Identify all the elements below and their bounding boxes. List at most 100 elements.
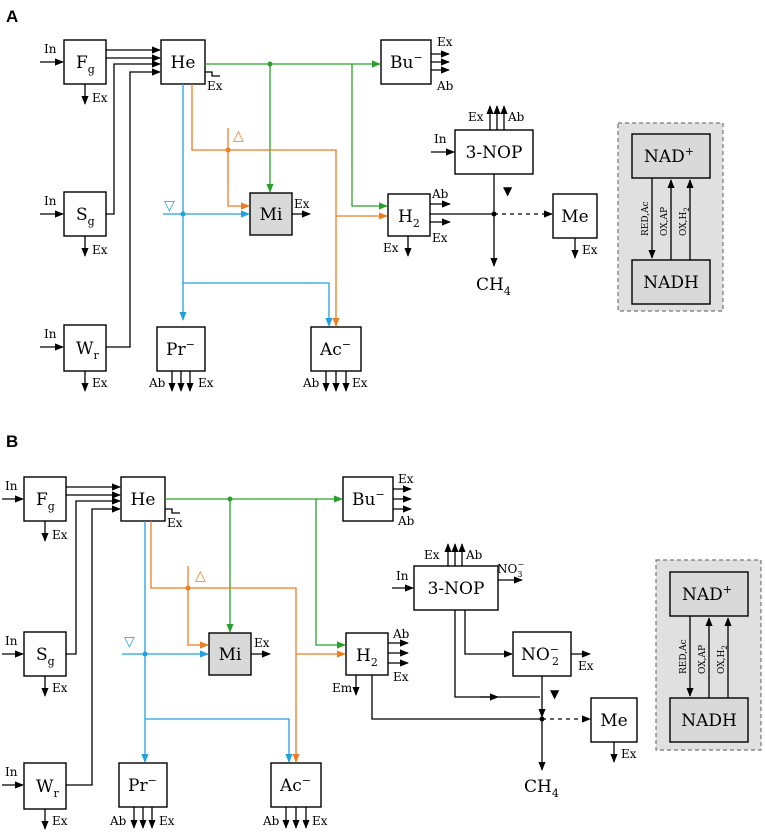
- he-ex-line: [165, 508, 180, 514]
- nop-ab-label: Ab: [465, 548, 483, 562]
- fg-in-label: In: [5, 479, 18, 493]
- pr-ex-label: Ex: [198, 376, 214, 390]
- node-no2-label: NO−2: [521, 643, 559, 668]
- blue-junction: [180, 211, 186, 217]
- ac-ex-label: Ex: [352, 376, 368, 390]
- node-fg-label: Fg: [36, 490, 55, 513]
- node-bu-label: Bu−: [352, 488, 385, 510]
- node-me: [552, 193, 598, 239]
- node-fg: [63, 39, 107, 85]
- blue-triangle-icon: ▽: [124, 634, 135, 650]
- node-nadh-label: NADH: [681, 711, 737, 731]
- h2-to-junction: [371, 675, 540, 720]
- he-ex-line: [205, 71, 220, 77]
- sg-in-label: In: [44, 194, 57, 208]
- ac-ex-label: Ex: [312, 814, 328, 828]
- black-triangle-icon: ▼: [550, 687, 560, 701]
- h2-em-label: Em: [332, 681, 353, 695]
- node-h2-label: H2: [356, 646, 378, 669]
- node-h2: [387, 193, 431, 237]
- node-ac-label: Ac−: [279, 774, 311, 796]
- nop-ab-label: Ab: [507, 110, 525, 124]
- node-no2: [512, 631, 572, 677]
- h2-ab-label: Ab: [431, 187, 449, 201]
- nop-in-label: In: [434, 132, 447, 146]
- nop-ex-label: Ex: [468, 110, 484, 124]
- nop-in-label: In: [396, 569, 409, 583]
- red-ac-label: RED,Ac: [641, 201, 651, 236]
- nop-to-junction: [454, 610, 540, 698]
- ox-ap-label: OX,AP: [660, 207, 670, 236]
- node-he: [160, 39, 206, 85]
- node-3nop-label: 3-NOP: [466, 143, 523, 163]
- nop-to-no2: [464, 610, 513, 658]
- bu-ab-label: Ab: [436, 79, 454, 93]
- node-he-label: He: [131, 490, 156, 510]
- node-bu: [380, 39, 432, 85]
- blue-to-ac: [183, 282, 333, 327]
- pr-ab-label: Ab: [109, 814, 127, 828]
- node-fg-label: Fg: [76, 53, 95, 76]
- orange-to-mi: [227, 150, 250, 210]
- node-h2-label: H2: [398, 207, 420, 230]
- node-ch4-label: CH4: [524, 777, 559, 800]
- node-bu: [342, 476, 394, 522]
- node-he-label: He: [171, 53, 196, 73]
- sg-in-label: In: [5, 634, 18, 648]
- me-ex-label: Ex: [621, 747, 637, 761]
- sg-ex-label: Ex: [52, 681, 68, 695]
- panel-b: B Fg He Bu− Sg Mi H2 3-NOP NO−2 Me CH4 W…: [2, 432, 762, 830]
- orange-triangle-icon: △: [233, 128, 244, 144]
- blue-triangle-icon: ▽: [164, 198, 175, 214]
- fg-ex-label: Ex: [52, 528, 68, 542]
- bu-ex-label: Ex: [437, 35, 453, 49]
- green-to-h2: [315, 499, 346, 649]
- sg-to-he-arrow: [106, 60, 161, 215]
- panel-label: B: [6, 432, 18, 451]
- node-pr: [156, 326, 206, 372]
- no2-ex-label: Ex: [578, 659, 594, 673]
- blue-junction: [142, 651, 148, 657]
- ox-ap-label: OX,AP: [698, 645, 708, 674]
- node-ac: [310, 326, 362, 372]
- wr-in-label: In: [5, 765, 18, 779]
- node-mi-label: Mi: [219, 645, 242, 665]
- blue-to-ac: [145, 718, 293, 763]
- node-ac-label: Ac−: [319, 338, 351, 360]
- wr-to-he-arrow: [66, 505, 121, 786]
- orange-to-mi: [187, 588, 209, 649]
- node-h2: [345, 632, 389, 676]
- node-me-label: Me: [561, 207, 588, 227]
- nop-ex-label: Ex: [424, 548, 440, 562]
- ac-ab-label: Ab: [262, 814, 280, 828]
- red-ac-label: RED,Ac: [679, 639, 689, 674]
- ox-h2-label: OX,H2: [717, 645, 729, 674]
- panel-a: A Fg He Bu− Sg Mi H2 3-NOP Me CH4 Wr Pr−…: [6, 7, 724, 392]
- h2-ex-label: Ex: [432, 231, 448, 245]
- h2-down-ex-label: Ex: [383, 241, 399, 255]
- node-nadh-label: NADH: [643, 273, 699, 293]
- me-ex-label: Ex: [582, 243, 598, 257]
- node-wr: [23, 762, 67, 810]
- node-mi: [249, 192, 293, 236]
- node-mi-label: Mi: [260, 205, 283, 225]
- node-me-label: Me: [600, 711, 627, 731]
- node-3nop-label: 3-NOP: [428, 579, 485, 599]
- node-nad-plus-label: NAD+: [682, 583, 732, 605]
- node-nadh: [631, 259, 711, 305]
- node-nadh: [669, 697, 749, 743]
- he-to-ac-orange: [191, 84, 340, 327]
- green-to-h2: [351, 64, 388, 210]
- wr-to-he-arrow: [106, 68, 161, 348]
- node-ch4-label: CH4: [476, 275, 511, 298]
- node-3nop: [454, 129, 534, 175]
- node-3nop: [413, 565, 499, 611]
- h2-ex-label: Ex: [393, 670, 409, 684]
- node-nad-plus-label: NAD+: [644, 145, 694, 167]
- node-wr: [63, 324, 107, 372]
- node-nad-plus: [631, 133, 711, 179]
- wr-in-label: In: [44, 327, 57, 341]
- wr-ex-label: Ex: [52, 814, 68, 828]
- node-me: [590, 697, 638, 743]
